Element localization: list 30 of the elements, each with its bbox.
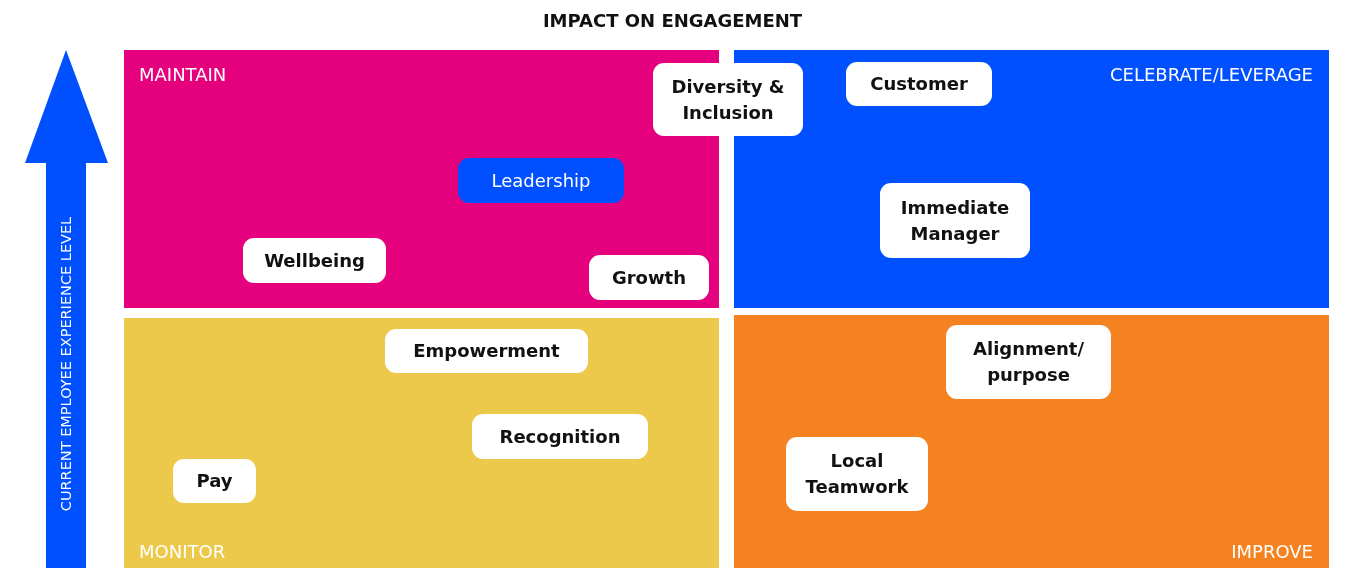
axis-label: CURRENT EMPLOYEE EXPERIENCE LEVEL — [58, 216, 74, 512]
factor-label: Leadership — [491, 168, 591, 193]
factor-card — [653, 63, 803, 136]
quadrant-panel — [124, 318, 719, 568]
quadrant-title: MAINTAIN — [139, 64, 227, 85]
factor-card — [173, 459, 256, 503]
factor-label: Empowerment — [413, 339, 560, 363]
quadrant-panel — [734, 315, 1329, 568]
factor-label: Growth — [611, 265, 687, 290]
factor-label: Alignment/ purpose — [972, 337, 1085, 387]
chart-title: IMPACT ON ENGAGEMENT — [542, 10, 803, 31]
quadrant-title: CELEBRATE/LEVERAGE — [1110, 64, 1313, 85]
factor-card — [786, 437, 928, 511]
factor-card — [846, 62, 992, 106]
factor-card — [589, 255, 709, 300]
factor-card — [880, 183, 1030, 258]
factor-card — [385, 329, 588, 373]
quadrant-title: MONITOR — [139, 541, 226, 562]
factor-label: Diversity & Inclusion — [670, 74, 786, 125]
factor-card — [458, 158, 624, 203]
factor-label: Wellbeing — [264, 248, 365, 273]
factor-card — [472, 414, 648, 459]
factor-label: Local Teamwork — [804, 449, 910, 499]
factor-label: Recognition — [499, 424, 621, 449]
factor-label: Customer — [870, 72, 968, 96]
factor-label: Immediate Manager — [899, 195, 1011, 246]
quadrant-title: IMPROVE — [1231, 541, 1313, 562]
factor-label: Pay — [196, 469, 233, 493]
factor-card — [243, 238, 386, 283]
factor-card — [946, 325, 1111, 399]
